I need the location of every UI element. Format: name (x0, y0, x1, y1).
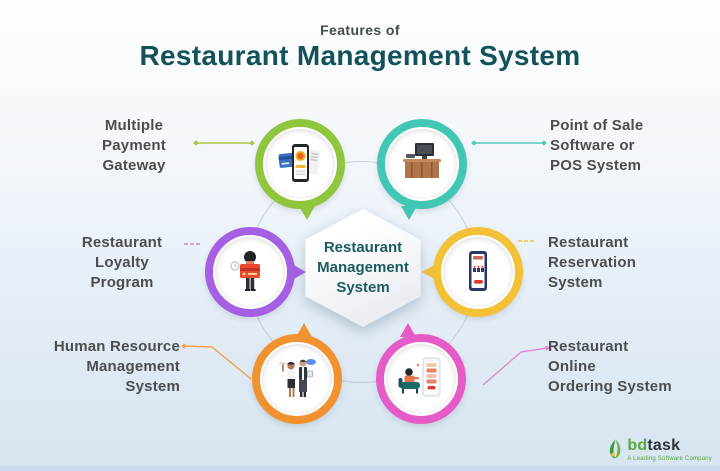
feature-label-reservation-system: Restaurant Reservation System (548, 234, 637, 291)
feature-label-loyalty-program: Restaurant Loyalty Program (81, 234, 163, 291)
logo-text: bdtask A Leading Software Company (627, 438, 712, 463)
circle-pointer (296, 323, 312, 337)
loyalty-program-icon (230, 251, 260, 291)
hexagon-label: Restaurant Management System (317, 239, 409, 296)
logo-tagline: A Leading Software Company (627, 456, 712, 462)
feature-icon-holder (387, 129, 457, 199)
feature-label-hr-management: Human Resource Management System (53, 338, 180, 395)
bottom-strip (0, 466, 720, 471)
online-ordering-icon (398, 357, 441, 397)
circle-pointer (401, 206, 417, 220)
circle-pointer (299, 206, 315, 220)
feature-circle-hr-management (252, 323, 342, 424)
feature-label-pos-system: Point of Sale Software or POS System (550, 117, 644, 174)
circle-pointer (422, 264, 436, 280)
logo-name: bdtask (627, 438, 712, 454)
logo-suffix: task (647, 437, 681, 454)
feature-icon-holder (215, 237, 285, 307)
bdtask-logo: bdtask A Leading Software Company (607, 438, 712, 462)
feature-circle-online-ordering (376, 323, 466, 424)
feature-icon-holder (386, 344, 456, 414)
hexagon-shape: Restaurant Management System (305, 209, 421, 327)
page-title: Restaurant Management System (139, 40, 581, 71)
circle-pointer (292, 264, 306, 280)
feature-circle-multiple-payment-gateway (255, 119, 345, 220)
feature-circle-reservation-system (422, 227, 523, 317)
logo-prefix: bd (627, 437, 648, 454)
title-eyebrow: Features of (320, 22, 400, 38)
feature-icon-holder (443, 237, 513, 307)
reservation-system-icon (469, 251, 487, 291)
hr-management-icon (278, 359, 316, 397)
feature-circle-pos-system (377, 119, 467, 220)
feature-circle-loyalty-program (205, 227, 306, 317)
feature-icon-holder (262, 344, 332, 414)
circle-pointer (400, 323, 416, 337)
feature-icon-holder (265, 129, 335, 199)
payment-gateway-icon (278, 144, 321, 182)
feature-label-online-ordering: Restaurant Online Ordering System (548, 338, 672, 395)
feature-label-multiple-payment-gateway: Multiple Payment Gateway (102, 117, 166, 174)
bdtask-leaf-icon (610, 439, 621, 459)
center-hexagon: Restaurant Management System (303, 209, 423, 327)
pos-system-icon (403, 143, 441, 178)
